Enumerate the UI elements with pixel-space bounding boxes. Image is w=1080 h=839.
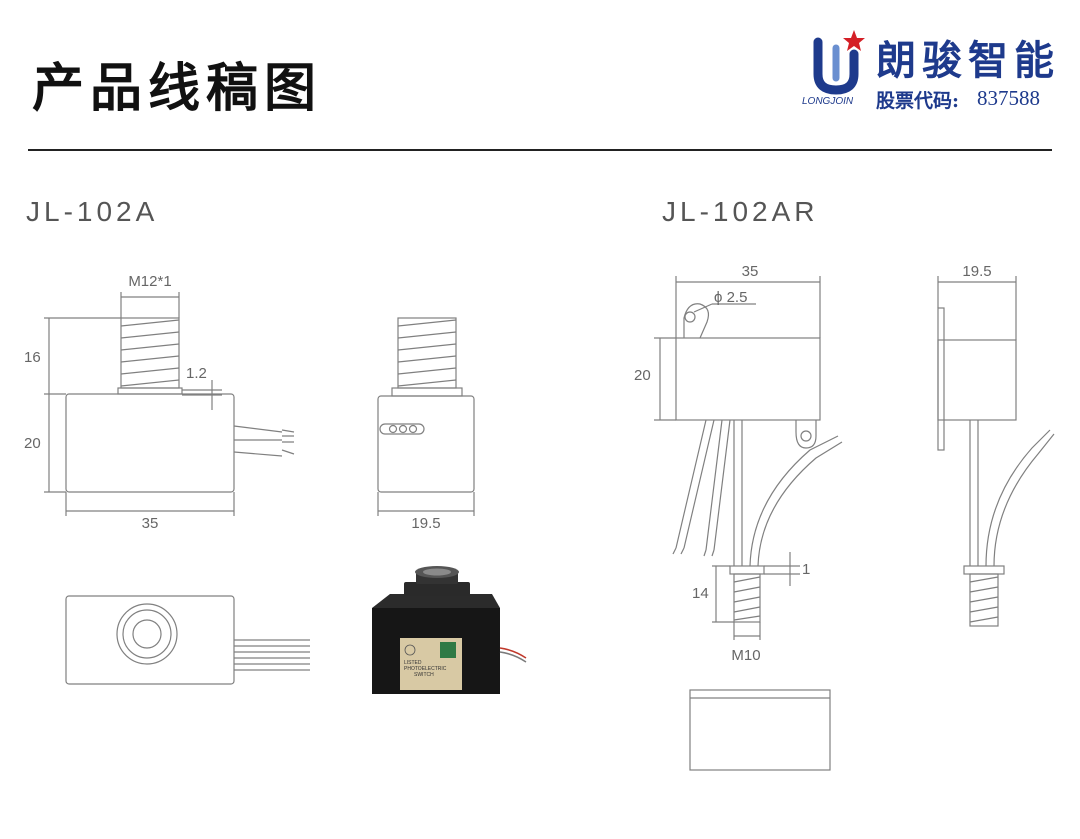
dim-thread-length: 14 bbox=[692, 585, 709, 602]
jl102a-dimension-labels: M12*1 16 1.2 20 35 19.5 bbox=[24, 273, 441, 532]
dim-thread-m12: M12*1 bbox=[128, 273, 171, 290]
product-photo: LISTED PHOTOELECTRIC SWITCH bbox=[372, 566, 527, 694]
dim-body-height-left: 20 bbox=[24, 435, 41, 452]
model-name-left: JL-102A bbox=[26, 196, 159, 227]
dim-width-left: 35 bbox=[142, 515, 159, 532]
stock-code-label: 股票代码: bbox=[876, 90, 960, 112]
jl102a-front-view bbox=[44, 292, 295, 516]
jl102ar-top-view bbox=[689, 689, 831, 771]
dim-gap-left: 1.2 bbox=[186, 365, 207, 382]
jl102ar-dimension-labels: 35 ϕ 2.5 20 19.5 1 14 M10 bbox=[634, 263, 992, 664]
label-line3: SWITCH bbox=[414, 672, 434, 678]
jl102ar-side-view bbox=[937, 276, 1055, 627]
dim-thread-m10: M10 bbox=[731, 647, 760, 664]
brand-name-en: LONGJOIN bbox=[802, 96, 854, 107]
dim-gap-right: 1 bbox=[802, 561, 810, 578]
jl102a-side-view bbox=[377, 317, 475, 516]
dim-side-width-left: 19.5 bbox=[411, 515, 440, 532]
page-title: 产品线稿图 bbox=[32, 59, 323, 119]
label-line2: PHOTOELECTRIC bbox=[404, 666, 447, 672]
dim-side-width-right: 19.5 bbox=[962, 263, 991, 280]
dim-hole: ϕ 2.5 bbox=[714, 289, 747, 306]
jl102a-top-view bbox=[65, 595, 310, 685]
dim-body-height-right: 20 bbox=[634, 367, 651, 384]
stock-code-value: 837588 bbox=[977, 86, 1040, 110]
brand-name-cn: 朗骏智能 bbox=[876, 37, 1060, 84]
label-line1: LISTED bbox=[404, 660, 422, 666]
brand-logo: 朗骏智能 LONGJOIN 股票代码: 837588 bbox=[800, 28, 1060, 118]
dim-thread-height: 16 bbox=[24, 349, 41, 366]
jl102ar-front-view bbox=[654, 276, 843, 640]
model-name-right: JL-102AR bbox=[662, 196, 819, 227]
header-divider bbox=[28, 149, 1052, 151]
dim-width-right: 35 bbox=[742, 263, 759, 280]
logo-mark-icon bbox=[813, 30, 865, 95]
